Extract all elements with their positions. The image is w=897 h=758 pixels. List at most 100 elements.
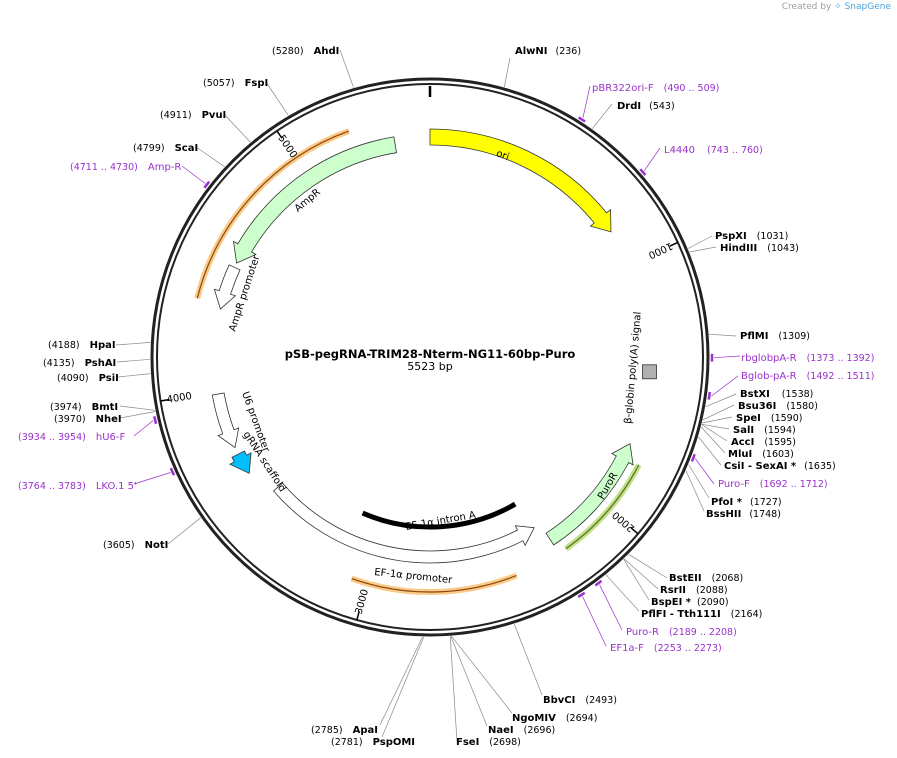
enzyme-label: RsrII(2088) — [660, 585, 728, 596]
tick-mark — [630, 527, 639, 535]
enzyme-leader-line — [116, 358, 151, 363]
primer-marker — [203, 180, 211, 189]
enzyme-label: BstEII(2068) — [669, 573, 743, 584]
bglobin-polya-box — [642, 364, 657, 380]
primer-label: (3764 .. 3783)LKO.1 5' — [18, 481, 137, 492]
enzyme-leader-line — [195, 146, 225, 167]
enzyme-leader-line — [115, 342, 151, 346]
primer-label: L4440(743 .. 760) — [664, 145, 763, 156]
enzyme-leader-line — [623, 559, 650, 601]
plasmid-name: pSB-pegRNA-TRIM28-Nterm-NG11-60bp-Puro — [285, 347, 576, 361]
enzyme-leader-line — [513, 623, 543, 696]
enzyme-leader-line — [705, 393, 737, 408]
feature-layer — [194, 128, 657, 595]
enzyme-leader-line — [702, 404, 735, 421]
primer-leader-line — [133, 472, 171, 485]
enzyme-label: PspXI(1031) — [715, 231, 788, 242]
primer-leader-line — [582, 596, 607, 647]
enzyme-leader-line — [702, 416, 733, 424]
plasmid-size: 5523 bp — [407, 360, 452, 373]
puror-arrow — [545, 442, 634, 546]
enzyme-label: (4188)HpaI — [48, 340, 116, 351]
primer-label: Puro-R(2189 .. 2208) — [626, 627, 737, 638]
primer-leader-line — [133, 420, 154, 437]
primer-marker — [690, 453, 696, 462]
enzyme-leader-line — [117, 373, 151, 378]
primer-label: Puro-F(1692 .. 1712) — [718, 479, 828, 490]
primer-leader-line — [711, 375, 739, 397]
feature-label-ampr-promoter: AmpR promoter — [227, 253, 262, 333]
enzyme-label: BspEI *(2090) — [651, 597, 729, 608]
primer-label: (3934 .. 3954)hU6-F — [18, 432, 125, 443]
tick-label: 4000 — [166, 391, 193, 406]
ef1a-promoter-arrow — [272, 482, 535, 564]
enzyme-leader-line — [687, 235, 713, 249]
primer-leader-line — [582, 85, 591, 118]
enzyme-label: (3605)NotI — [103, 540, 168, 551]
primer-marker — [577, 116, 586, 123]
enzyme-label: SpeI(1590) — [736, 413, 802, 424]
enzyme-label: BbvCI(2493) — [543, 695, 617, 706]
primer-marker — [639, 168, 647, 176]
snapgene-logo-icon: ✧ — [834, 2, 842, 12]
primer-leader-line — [644, 147, 661, 171]
enzyme-label: SalI(1594) — [733, 425, 796, 436]
enzyme-leader-line — [381, 636, 425, 738]
enzyme-label: (2781)PspOMI — [331, 737, 415, 748]
puror-orf-line — [565, 464, 640, 550]
u6-promoter-arrow — [211, 392, 240, 449]
primer-label: Bglob-pA-R(1492 .. 1511) — [741, 371, 874, 382]
enzyme-label: (4799)ScaI — [133, 143, 198, 154]
enzyme-leader-line — [379, 636, 423, 726]
plasmid-backbone-outer — [150, 77, 710, 637]
feature-label-ef1a-intron: EF-1α intron A — [405, 510, 477, 533]
enzyme-label: (3974)BmtI — [50, 402, 118, 413]
enzyme-leader-line — [688, 464, 710, 499]
enzyme-leader-line — [709, 333, 737, 337]
enzyme-label: (4090)PsiI — [57, 373, 119, 384]
tick-mark — [160, 398, 170, 402]
enzyme-leader-line — [265, 81, 289, 116]
enzyme-leader-line — [451, 635, 513, 714]
primer-label: EF1a-F(2253 .. 2273) — [610, 643, 722, 654]
plasmid-backbone-inner — [156, 83, 704, 631]
enzyme-leader-line — [449, 636, 458, 742]
enzyme-label: HindIII(1043) — [720, 243, 799, 254]
enzyme-label: (4135)PshAI — [43, 358, 116, 369]
ef1a-intron-arc — [361, 501, 517, 530]
tick-mark — [669, 241, 679, 247]
tick-mark — [356, 611, 360, 621]
primer-label: (4711 .. 4730)Amp-R — [70, 162, 181, 173]
enzyme-leader-line — [700, 426, 726, 454]
enzyme-leader-line — [605, 574, 640, 612]
enzyme-label: (5280)AhdI — [272, 46, 339, 57]
enzyme-label: (5057)FspI — [203, 78, 268, 89]
enzyme-leader-line — [450, 636, 488, 727]
tick-label: 3000 — [354, 588, 371, 615]
enzyme-leader-line — [223, 113, 251, 143]
enzyme-label: NaeI(2696) — [488, 725, 555, 736]
feature-label-ef1a-promoter: EF-1α promoter — [374, 567, 454, 586]
enzyme-label: NgoMIV(2694) — [512, 713, 597, 724]
enzyme-leader-line — [503, 57, 511, 88]
enzyme-label: (2785)ApaI — [311, 725, 378, 736]
primer-marker — [153, 416, 158, 425]
tick-label: 2000 — [611, 509, 638, 534]
tick-label: 5000 — [275, 133, 298, 160]
enzyme-label: BssHII(1748) — [706, 509, 781, 520]
enzyme-label: Bsu36I(1580) — [738, 401, 818, 412]
ampr-arrow — [232, 136, 397, 264]
feature-label-bglobin-polya: β-globin poly(A) signal — [623, 311, 644, 424]
enzyme-leader-line — [689, 246, 717, 253]
primer-leader-line — [694, 458, 715, 485]
credit-brand: SnapGene — [844, 2, 891, 12]
enzyme-leader-line — [685, 470, 705, 512]
enzyme-label: PflFI - Tth111I(2164) — [641, 609, 762, 620]
grna-scaffold-arrow — [229, 450, 252, 474]
primer-marker — [594, 579, 603, 587]
enzyme-leader-line — [628, 554, 668, 579]
enzyme-label: PfoI *(1727) — [711, 497, 782, 508]
primer-labels: pBR322ori-F(490 .. 509) L4440(743 .. 760… — [18, 83, 874, 654]
